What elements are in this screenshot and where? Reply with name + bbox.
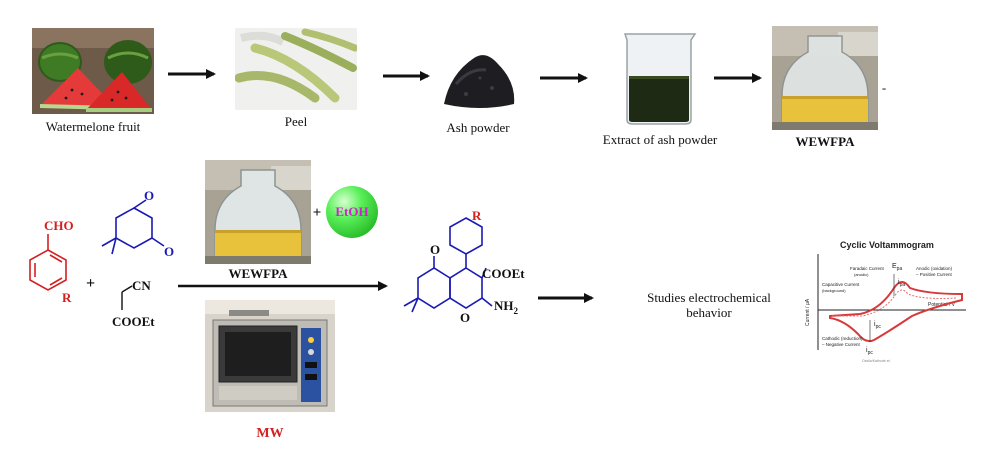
cv-ylabel: Current / μA bbox=[805, 298, 811, 326]
cv-ipc: ipc bbox=[874, 321, 881, 330]
cv-plot: Cyclic Voltammogram Current / μA Potenti… bbox=[805, 240, 966, 363]
etoh-label: EtOH bbox=[335, 204, 369, 219]
dimedone-o2: O bbox=[164, 244, 174, 259]
product-o-ring: O bbox=[460, 310, 470, 325]
product-o-ketone: O bbox=[430, 242, 440, 257]
product-structure bbox=[403, 217, 493, 313]
ash-powder-photo bbox=[436, 44, 520, 112]
cv-ipa: ipa bbox=[898, 279, 905, 288]
dimedone-o1: O bbox=[144, 188, 154, 203]
cv-faradaic-sub: (anodic) bbox=[854, 272, 869, 277]
cv-curve-inner bbox=[832, 289, 957, 317]
benzaldehyde-structure bbox=[29, 234, 67, 291]
aldehyde-r-text: R bbox=[62, 290, 72, 305]
plus-1: + bbox=[86, 275, 95, 292]
watermelon-photo bbox=[32, 28, 154, 114]
top-arrows bbox=[168, 69, 762, 83]
wewfpa-photo-middle bbox=[205, 160, 311, 264]
cv-capacitive: Capacitive Current bbox=[822, 282, 860, 287]
product-r: R bbox=[472, 208, 482, 223]
watermelon-label: Watermelone fruit bbox=[45, 119, 141, 134]
cn-text: CN bbox=[132, 278, 151, 293]
cyanoacetate-structure bbox=[121, 285, 133, 310]
studies-label: Studies electrochemical behavior bbox=[647, 290, 771, 320]
cv-title: Cyclic Voltammogram bbox=[840, 240, 934, 250]
cv-anodic2: – Positive Current bbox=[916, 272, 953, 277]
cv-ipc2: ipc bbox=[866, 347, 873, 356]
extract-beaker-photo bbox=[619, 30, 701, 126]
peel-photo bbox=[235, 28, 357, 110]
cooet-text: COOEt bbox=[112, 314, 155, 329]
ash-powder-label: Ash powder bbox=[446, 120, 510, 135]
product-ester: COOEt bbox=[482, 266, 525, 281]
cv-credit: Ossila/Kathode et. bbox=[862, 359, 891, 363]
dimedone-structure bbox=[101, 199, 165, 255]
wewfpa-photo-top bbox=[772, 26, 878, 130]
reaction-structures: CHO R + O O CN COOEt O R CO bbox=[29, 188, 594, 329]
cv-cathodic2: – Negative Current bbox=[822, 342, 861, 347]
trailing-mark: - bbox=[881, 80, 887, 95]
peel-label: Peel bbox=[284, 114, 308, 129]
cho-text: CHO bbox=[44, 218, 74, 233]
microwave-photo bbox=[205, 300, 335, 412]
cv-capacitive-sub: (background) bbox=[822, 288, 846, 293]
product-amine: NH2 bbox=[494, 298, 519, 316]
wewfpa-label-top: WEWFPA bbox=[795, 134, 855, 149]
cv-anodic: Anodic (oxidation) bbox=[916, 266, 953, 271]
cv-epa: Epa bbox=[892, 263, 902, 272]
extract-label: Extract of ash powder bbox=[602, 132, 718, 147]
cv-cathodic: Cathodic (reduction) bbox=[822, 336, 863, 341]
wewfpa-label-middle: WEWFPA bbox=[228, 266, 288, 281]
mw-label: MW bbox=[256, 426, 284, 441]
etoh-sphere bbox=[326, 186, 378, 238]
plus-2: + bbox=[312, 205, 322, 221]
cv-curve-outer bbox=[829, 281, 963, 343]
cv-faradaic: Faradaic Current bbox=[850, 266, 885, 271]
